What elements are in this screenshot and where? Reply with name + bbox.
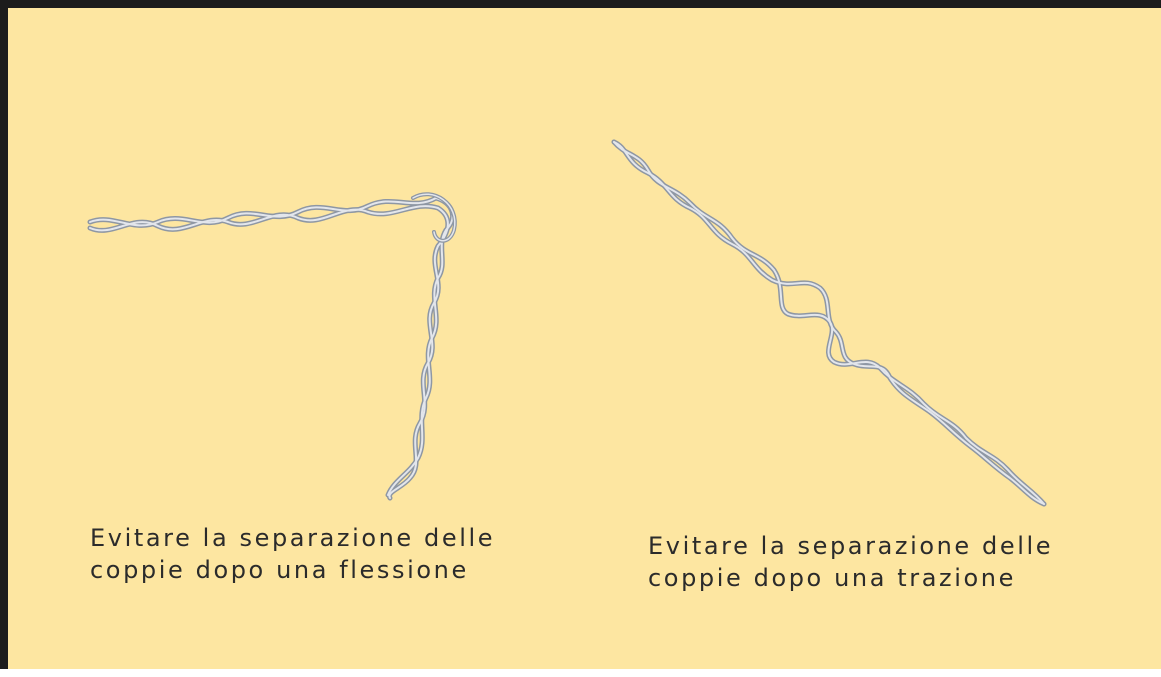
caption-pulling-line-2: coppie dopo una trazione [648,564,1016,592]
caption-pulling: Evitare la separazione delle coppie dopo… [648,530,1053,594]
caption-bending-line-1: Evitare la separazione delle [90,524,496,552]
pulled-twisted-pair-icon [611,139,1047,507]
caption-pulling-line-1: Evitare la separazione delle [648,532,1054,560]
caption-bending-line-2: coppie dopo una flessione [90,556,469,584]
caption-bending: Evitare la separazione delle coppie dopo… [90,522,495,586]
twisted-pair-diagram [87,139,1047,507]
bent-twisted-pair-icon [87,192,457,501]
